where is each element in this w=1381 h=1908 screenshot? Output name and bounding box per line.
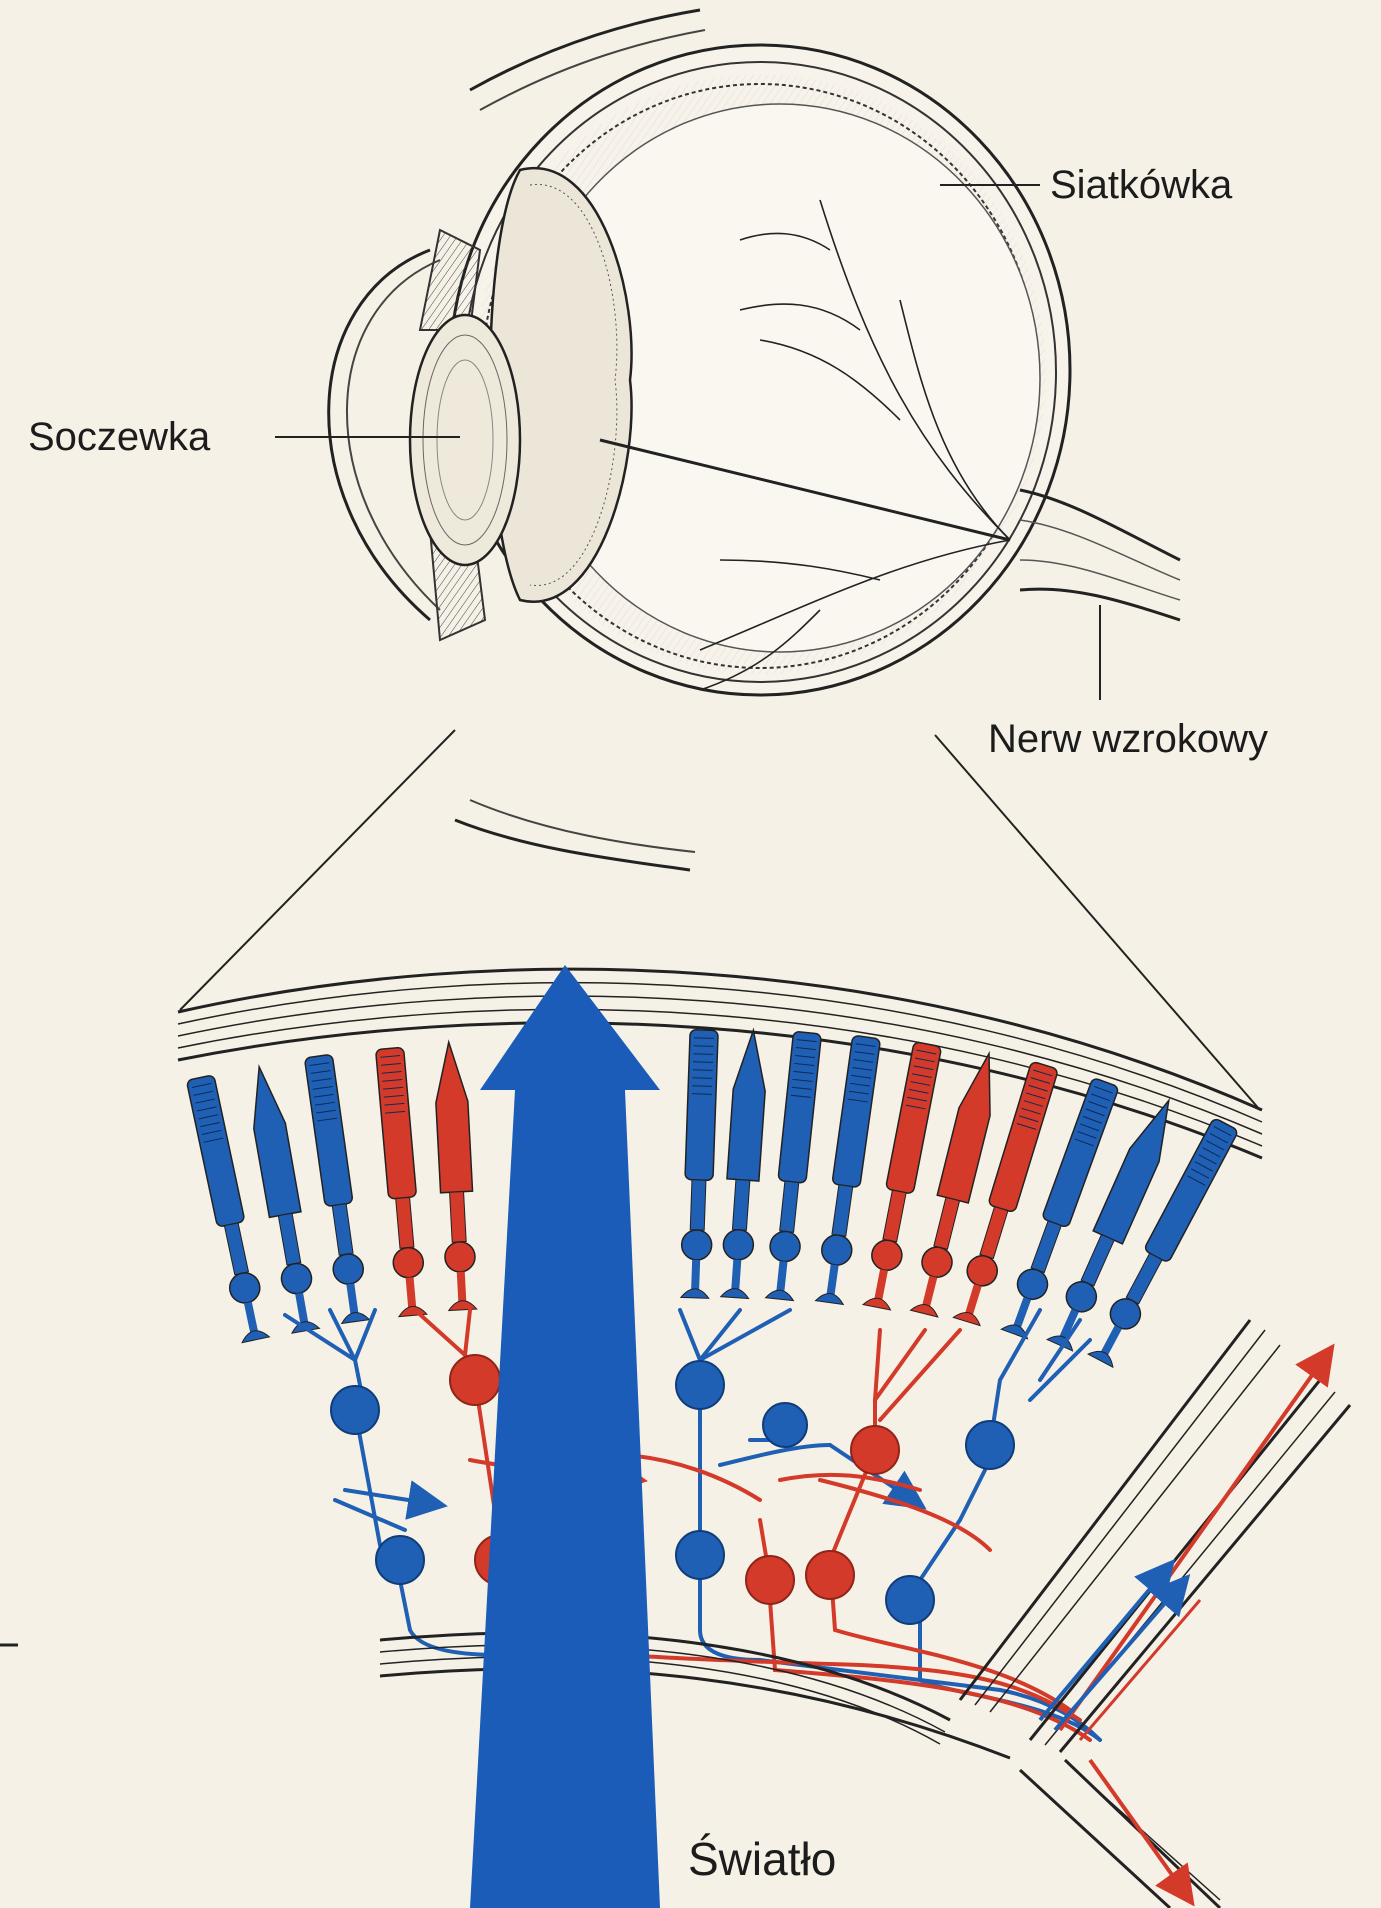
label-retina: Siatkówka [1050,163,1233,207]
cone-cell [433,1041,479,1310]
optic-nerve [1020,490,1180,620]
label-lens: Soczewka [28,415,211,459]
photoreceptor-layer [185,1029,1239,1368]
rod-cell [765,1031,823,1301]
cone-cell [719,1029,770,1299]
rod-cell [303,1054,370,1324]
label-optic-nerve: Nerw wzrokowy [988,717,1268,761]
rod-cell [680,1030,719,1299]
light-arrow [470,965,660,1908]
rod-cell [375,1047,428,1317]
retina-cross-section [178,965,1350,1908]
lens [410,315,520,565]
rod-cell [815,1035,882,1305]
label-light: Światło [688,1833,836,1885]
